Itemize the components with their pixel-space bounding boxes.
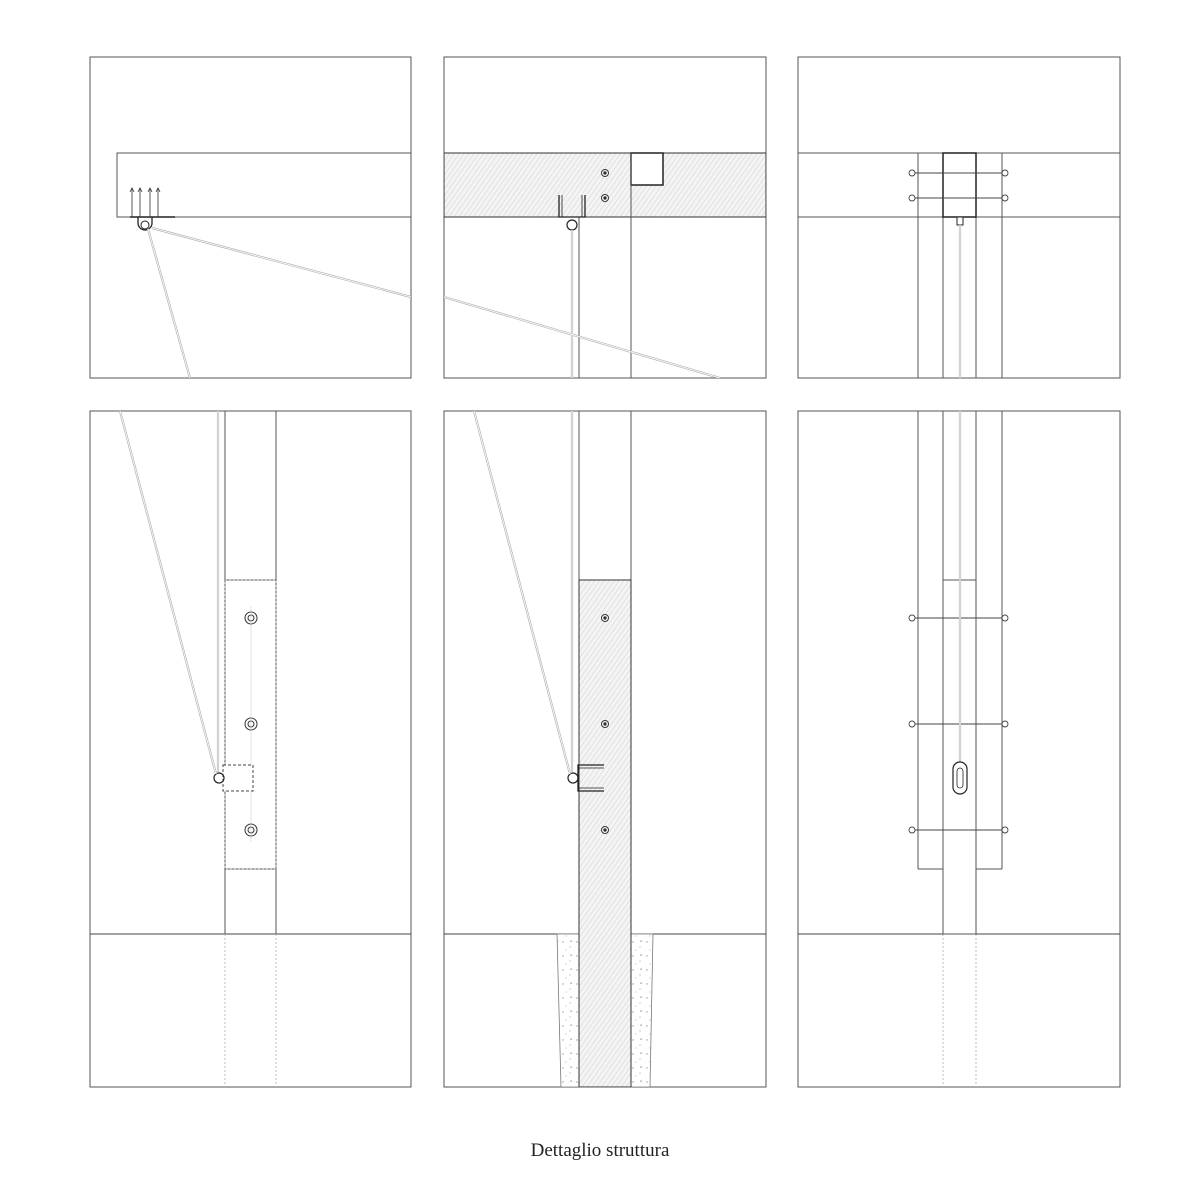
through-bolts: [908, 169, 1009, 202]
bolts: [601, 169, 609, 202]
beam-end-section: [942, 152, 977, 218]
u-bolt-eye: [137, 217, 153, 231]
panel-top-middle: [443, 56, 767, 379]
steel-plate: [224, 579, 277, 870]
anchor-screws: [129, 187, 161, 217]
beam-elevation: [116, 152, 411, 218]
panel-bottom-left: [89, 410, 412, 1088]
panel-bottom-right: [797, 410, 1121, 1088]
bracket-plan: [222, 764, 254, 792]
beam-section-hatched: [444, 152, 766, 218]
post-lines: [578, 153, 632, 378]
post-bolts: [601, 614, 609, 834]
panel-top-right: [797, 56, 1121, 379]
slotted-plate: [952, 761, 968, 795]
panel-top-left: [89, 56, 412, 379]
eye-ring: [567, 772, 579, 784]
drawing-caption: Dettaglio struttura: [530, 1140, 670, 1161]
eye-ring: [213, 772, 225, 784]
panel-bottom-middle: [443, 410, 767, 1088]
u-bracket: [558, 195, 586, 218]
post-notch: [630, 152, 664, 186]
